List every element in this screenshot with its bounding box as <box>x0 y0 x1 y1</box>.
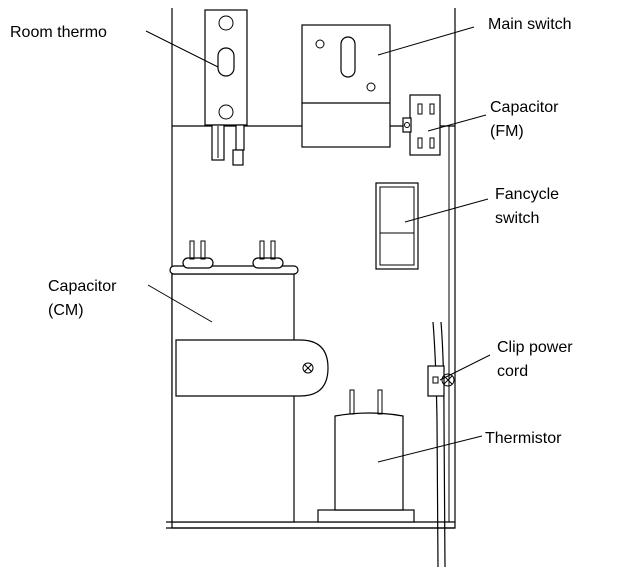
label-thermistor: Thermistor <box>485 430 562 447</box>
label-fancycle-line1: Fancycle <box>495 186 559 203</box>
thermistor <box>317 389 415 523</box>
label-clip-power-cord-line1: Clip power <box>497 339 573 356</box>
label-capacitor-fm-line1: Capacitor <box>490 99 559 116</box>
main-switch <box>301 24 391 148</box>
label-main-switch: Main switch <box>488 16 572 33</box>
label-fancycle-line2: switch <box>495 210 539 227</box>
label-room-thermo: Room thermo <box>10 24 107 41</box>
label-clip-power-cord-line2: cord <box>497 363 528 380</box>
room-thermo <box>204 9 248 166</box>
clip-power-cord <box>427 365 455 397</box>
label-capacitor-cm-line1: Capacitor <box>48 278 117 295</box>
leader-lines <box>145 26 491 463</box>
fancycle-switch <box>375 182 419 270</box>
capacitor-cm <box>169 240 329 523</box>
label-capacitor-cm-line2: (CM) <box>48 302 84 319</box>
capacitor-fm <box>402 94 441 156</box>
label-capacitor-fm-line2: (FM) <box>490 123 524 140</box>
power-cord <box>432 321 446 567</box>
